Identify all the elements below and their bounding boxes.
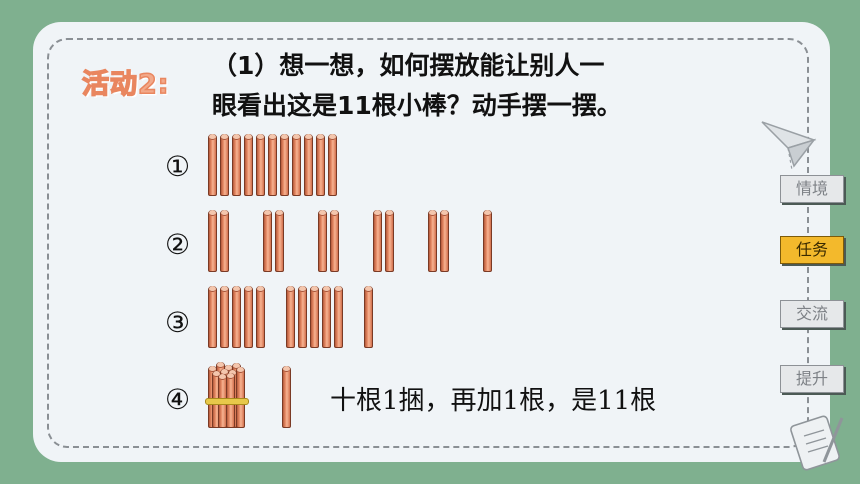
stick	[208, 210, 217, 272]
stick	[316, 134, 325, 196]
nav-tab-tisheng[interactable]: 提升	[780, 365, 844, 393]
stick	[280, 134, 289, 196]
stick	[310, 286, 319, 348]
stick	[330, 210, 339, 272]
stick	[483, 210, 492, 272]
stick	[292, 134, 301, 196]
bundle-band	[205, 398, 249, 405]
notebook-pencil-icon	[790, 415, 844, 471]
stick	[373, 210, 382, 272]
question-line-2: 眼看出这是11根小棒？动手摆一摆。	[212, 91, 622, 120]
activity-title: 活动2:	[81, 68, 170, 101]
row-marker-4: ④	[165, 383, 191, 416]
stick	[244, 286, 253, 348]
stick	[304, 134, 313, 196]
stick	[298, 286, 307, 348]
nav-tab-jiaoliu[interactable]: 交流	[780, 300, 844, 328]
stick	[318, 210, 327, 272]
stick	[256, 286, 265, 348]
stick	[328, 134, 337, 196]
stick	[263, 210, 272, 272]
stick	[322, 286, 331, 348]
stick	[220, 134, 229, 196]
stick	[428, 210, 437, 272]
stick	[232, 134, 241, 196]
stick	[364, 286, 373, 348]
stick	[268, 134, 277, 196]
stick	[220, 210, 229, 272]
stick	[275, 210, 284, 272]
question-text: （1）想一想，如何摆放能让别人一 眼看出这是11根小棒？动手摆一摆。	[212, 46, 732, 126]
stick	[208, 134, 217, 196]
row-marker-1: ①	[165, 150, 191, 183]
stick	[286, 286, 295, 348]
nav-tab-qingjing[interactable]: 情境	[780, 175, 844, 203]
stick	[220, 286, 229, 348]
answer-caption: 十根1捆，再加1根，是11根	[330, 386, 657, 416]
paper-plane-icon	[761, 121, 817, 171]
stick	[440, 210, 449, 272]
question-line-1: （1）想一想，如何摆放能让别人一	[212, 51, 605, 80]
stick	[256, 134, 265, 196]
stick	[208, 286, 217, 348]
stick	[232, 286, 241, 348]
stick	[334, 286, 343, 348]
stick	[236, 367, 245, 428]
row-marker-3: ③	[165, 306, 191, 339]
row-marker-2: ②	[165, 228, 191, 261]
stick	[385, 210, 394, 272]
stick	[244, 134, 253, 196]
stick	[282, 366, 291, 428]
nav-tab-renwu[interactable]: 任务	[780, 236, 844, 264]
